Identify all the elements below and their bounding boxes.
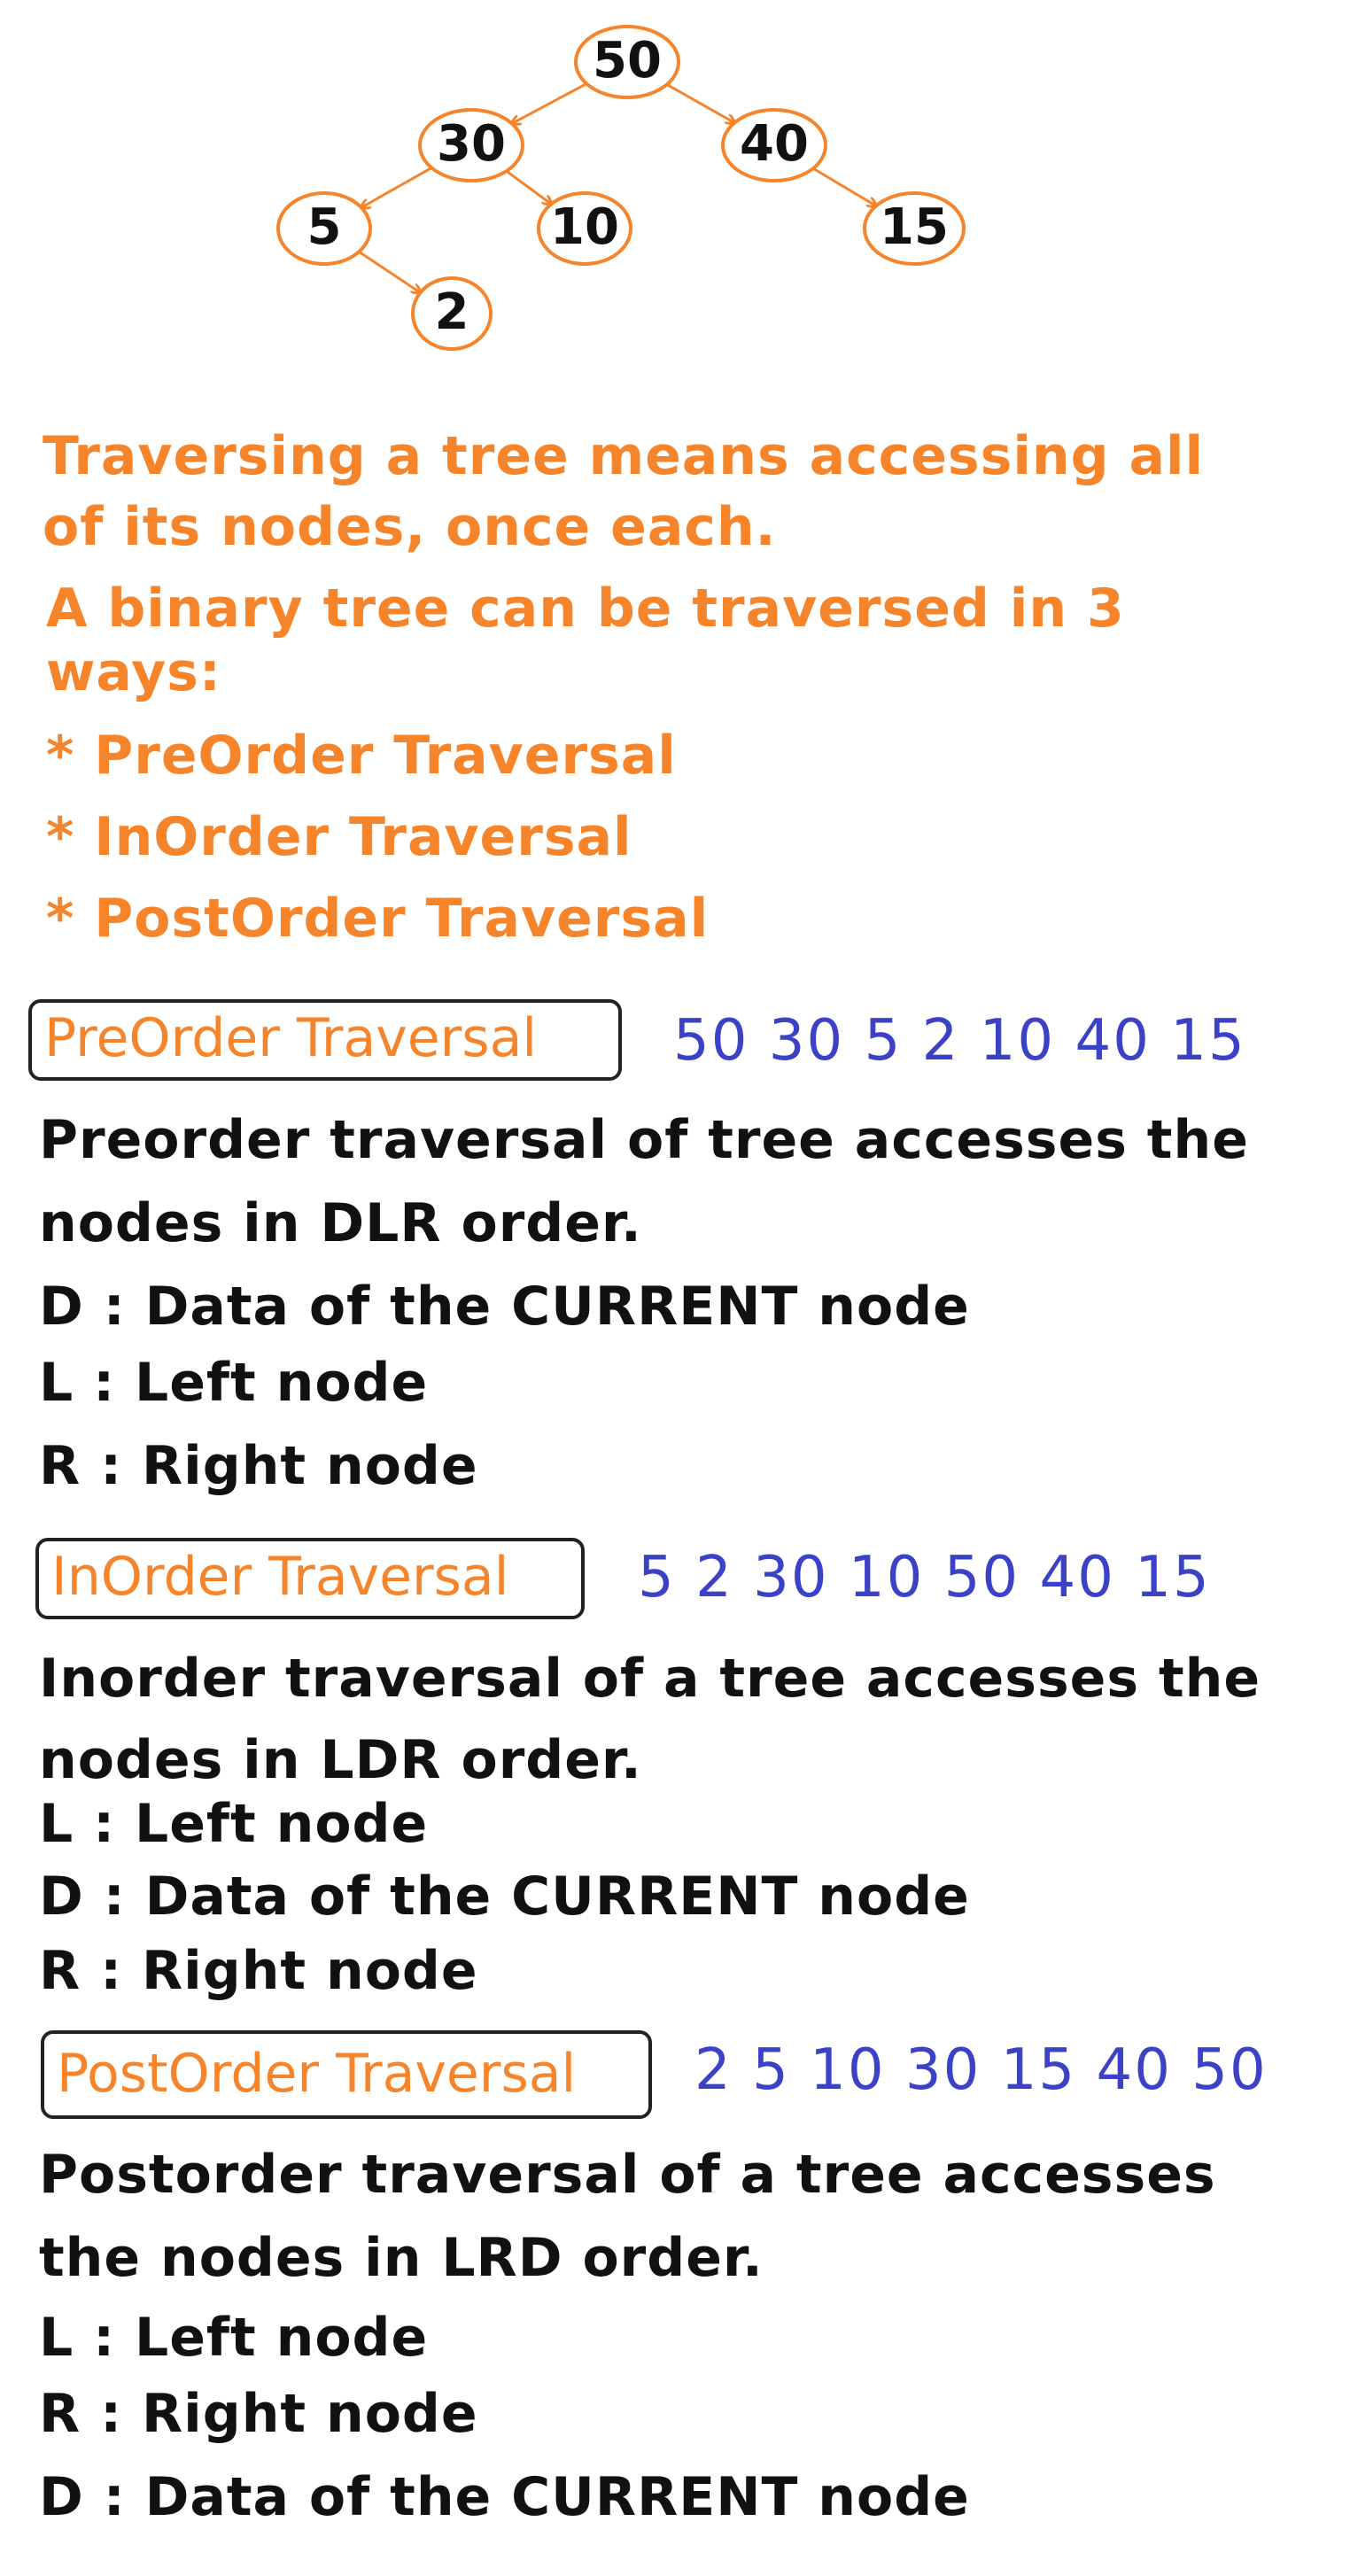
postorder-line-d: D : Data of the CURRENT node: [39, 2466, 970, 2528]
inorder-line-l: L : Left node: [39, 1793, 429, 1855]
tree-node-circle: [411, 276, 493, 351]
preorder-line-r: R : Right node: [39, 1435, 478, 1497]
tree-node-15: 15: [863, 191, 966, 266]
postorder-desc-1: Postorder traversal of a tree accesses: [39, 2144, 1216, 2206]
tree-node-label: 5: [307, 198, 342, 256]
tree-node-10: 10: [537, 191, 632, 266]
tree-node-label: 2: [435, 283, 469, 341]
inorder-sequence: 5 2 30 10 50 40 15: [638, 1545, 1211, 1610]
preorder-desc-2: nodes in DLR order.: [39, 1192, 642, 1254]
tree-node-2: 2: [411, 276, 493, 351]
inorder-desc-2: nodes in LDR order.: [39, 1729, 642, 1791]
tree-node-30: 30: [418, 108, 524, 182]
tree-node-label: 10: [550, 198, 619, 256]
postorder-line-l: L : Left node: [39, 2307, 429, 2369]
tree-node-40: 40: [721, 108, 827, 182]
tree-node-circle: [418, 108, 524, 182]
tree-node-50: 50: [574, 25, 680, 99]
edge-n50-n40: [666, 83, 734, 122]
preorder-sequence: 50 30 5 2 10 40 15: [673, 1008, 1246, 1074]
intro-line-2: of its nodes, once each.: [43, 496, 777, 558]
tree-node-label: 50: [593, 32, 662, 89]
intro-line-4: ways:: [46, 641, 221, 703]
postorder-line-r: R : Right node: [39, 2383, 478, 2445]
bullet-preorder: * PreOrder Traversal: [46, 725, 677, 787]
bullet-inorder: * InOrder Traversal: [46, 806, 632, 868]
tree-node-label: 40: [740, 115, 809, 173]
inorder-title-box: InOrder Traversal: [35, 1538, 585, 1619]
preorder-line-d: D : Data of the CURRENT node: [39, 1276, 970, 1338]
intro-line-3: A binary tree can be traversed in 3: [46, 578, 1125, 640]
edge-n40-n15: [812, 167, 876, 206]
inorder-desc-1: Inorder traversal of a tree accesses the: [39, 1648, 1261, 1710]
postorder-sequence: 2 5 10 30 15 40 50: [694, 2037, 1268, 2103]
tree-node-circle: [276, 191, 372, 266]
postorder-desc-2: the nodes in LRD order.: [39, 2227, 764, 2289]
edge-n30-n10: [505, 169, 552, 204]
tree-node-circle: [574, 25, 680, 99]
binary-tree-diagram: 50 30 40 5 10 15 2: [276, 25, 966, 351]
inorder-line-d: D : Data of the CURRENT node: [39, 1866, 970, 1928]
tree-node-circle: [537, 191, 632, 266]
preorder-desc-1: Preorder traversal of tree accesses the: [39, 1109, 1249, 1171]
tree-node-circle: [863, 191, 966, 266]
tree-node-label: 15: [880, 198, 949, 256]
intro-line-1: Traversing a tree means accessing all: [43, 425, 1205, 487]
postorder-title-box: PostOrder Traversal: [41, 2030, 652, 2119]
tree-node-circle: [721, 108, 827, 182]
bullet-postorder: * PostOrder Traversal: [46, 888, 710, 950]
tree-node-label: 30: [437, 115, 506, 173]
edge-n50-n30: [512, 82, 587, 123]
edge-n30-n5: [361, 167, 432, 207]
preorder-title-box: PreOrder Traversal: [28, 999, 622, 1081]
tree-node-5: 5: [276, 191, 372, 266]
inorder-line-r: R : Right node: [39, 1940, 478, 2002]
preorder-line-l: L : Left node: [39, 1352, 429, 1414]
edge-n5-n2: [358, 250, 420, 292]
